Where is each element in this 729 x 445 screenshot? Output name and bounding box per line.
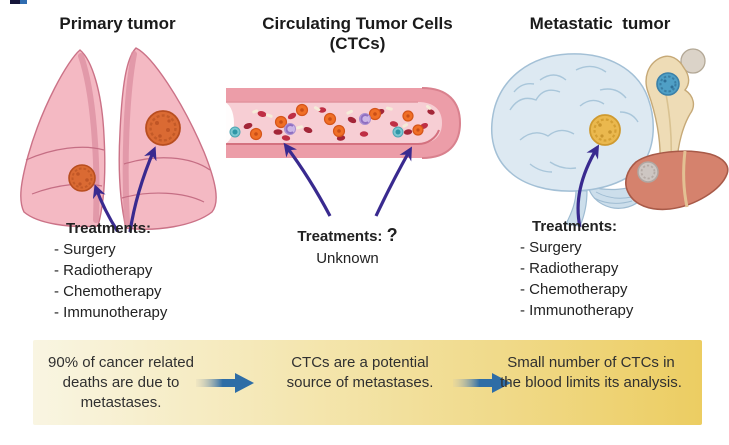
primary-tumor-nodule-left: [68, 164, 96, 192]
pointer-arrow-icon: [128, 146, 157, 232]
banner-statement-2: CTCs are a potential source of metastase…: [286, 354, 434, 391]
pointer-arrow-icon: [374, 146, 412, 217]
treatment-item: - Radiotherapy: [54, 262, 153, 279]
primary-tumor-nodule-right: [145, 110, 181, 146]
left-lung: [20, 49, 106, 228]
metastatic-treatments: Treatments: - Surgery - Radiotherapy - C…: [520, 216, 700, 321]
liver: [625, 150, 729, 211]
banner-statement-3: Small number of CTCs in the blood limits…: [500, 354, 682, 391]
treatment-item: - Chemotherapy: [520, 281, 628, 298]
treatment-item: - Surgery: [520, 239, 582, 256]
immune-cells-teal: [229, 126, 404, 138]
banner-statement-1: 90% of cancer related deaths are due to …: [48, 354, 194, 411]
brain: [491, 53, 654, 227]
ctc-title-line2: (CTCs): [329, 34, 386, 53]
treatments-label: Treatments:: [297, 228, 383, 245]
treatment-item: - Chemotherapy: [54, 283, 162, 300]
metastatic-tumor-title: Metastatic tumor: [529, 14, 671, 33]
flow-arrow-icon: [196, 373, 254, 393]
ctc-title: Circulating Tumor Cells (CTCs): [245, 14, 470, 54]
question-mark: ?: [386, 225, 398, 245]
treatment-item: - Immunotherapy: [520, 302, 634, 319]
pointer-arrow-icon: [283, 142, 332, 217]
ctc-treatments: Treatments: ? Unknown: [265, 224, 430, 270]
treatment-item: - Radiotherapy: [520, 260, 619, 277]
figure-label-cropped: [10, 0, 27, 4]
ctc-title-line1: Circulating Tumor Cells: [262, 14, 453, 33]
brain-tumor-nodule: [589, 114, 621, 146]
femur-bone: [645, 48, 706, 163]
liver-tumor-nodule: [637, 161, 659, 183]
summary-banner: 90% of cancer related deaths are due to …: [33, 340, 702, 425]
platelets: [252, 104, 432, 130]
pointer-arrow-icon: [576, 144, 600, 228]
treatments-label: Treatments:: [66, 220, 152, 237]
treatments-unknown: Unknown: [316, 250, 379, 267]
blood-vessel-illustration: [226, 87, 462, 217]
red-blood-cells: [243, 107, 435, 141]
primary-treatments: Treatments: - Surgery - Radiotherapy - C…: [54, 218, 224, 323]
treatment-item: - Immunotherapy: [54, 304, 168, 321]
flow-arrow-icon: [453, 373, 511, 393]
pointer-arrow-icon: [92, 184, 120, 232]
bone-tumor-nodule: [656, 72, 680, 96]
white-blood-cells: [284, 113, 371, 135]
circulating-tumor-cells: [249, 103, 424, 141]
lungs-illustration: [20, 47, 217, 232]
primary-tumor-title: Primary tumor: [59, 14, 176, 33]
treatment-item: - Surgery: [54, 241, 116, 258]
metastasis-organs-illustration: [491, 48, 729, 228]
treatments-label: Treatments:: [532, 218, 618, 235]
